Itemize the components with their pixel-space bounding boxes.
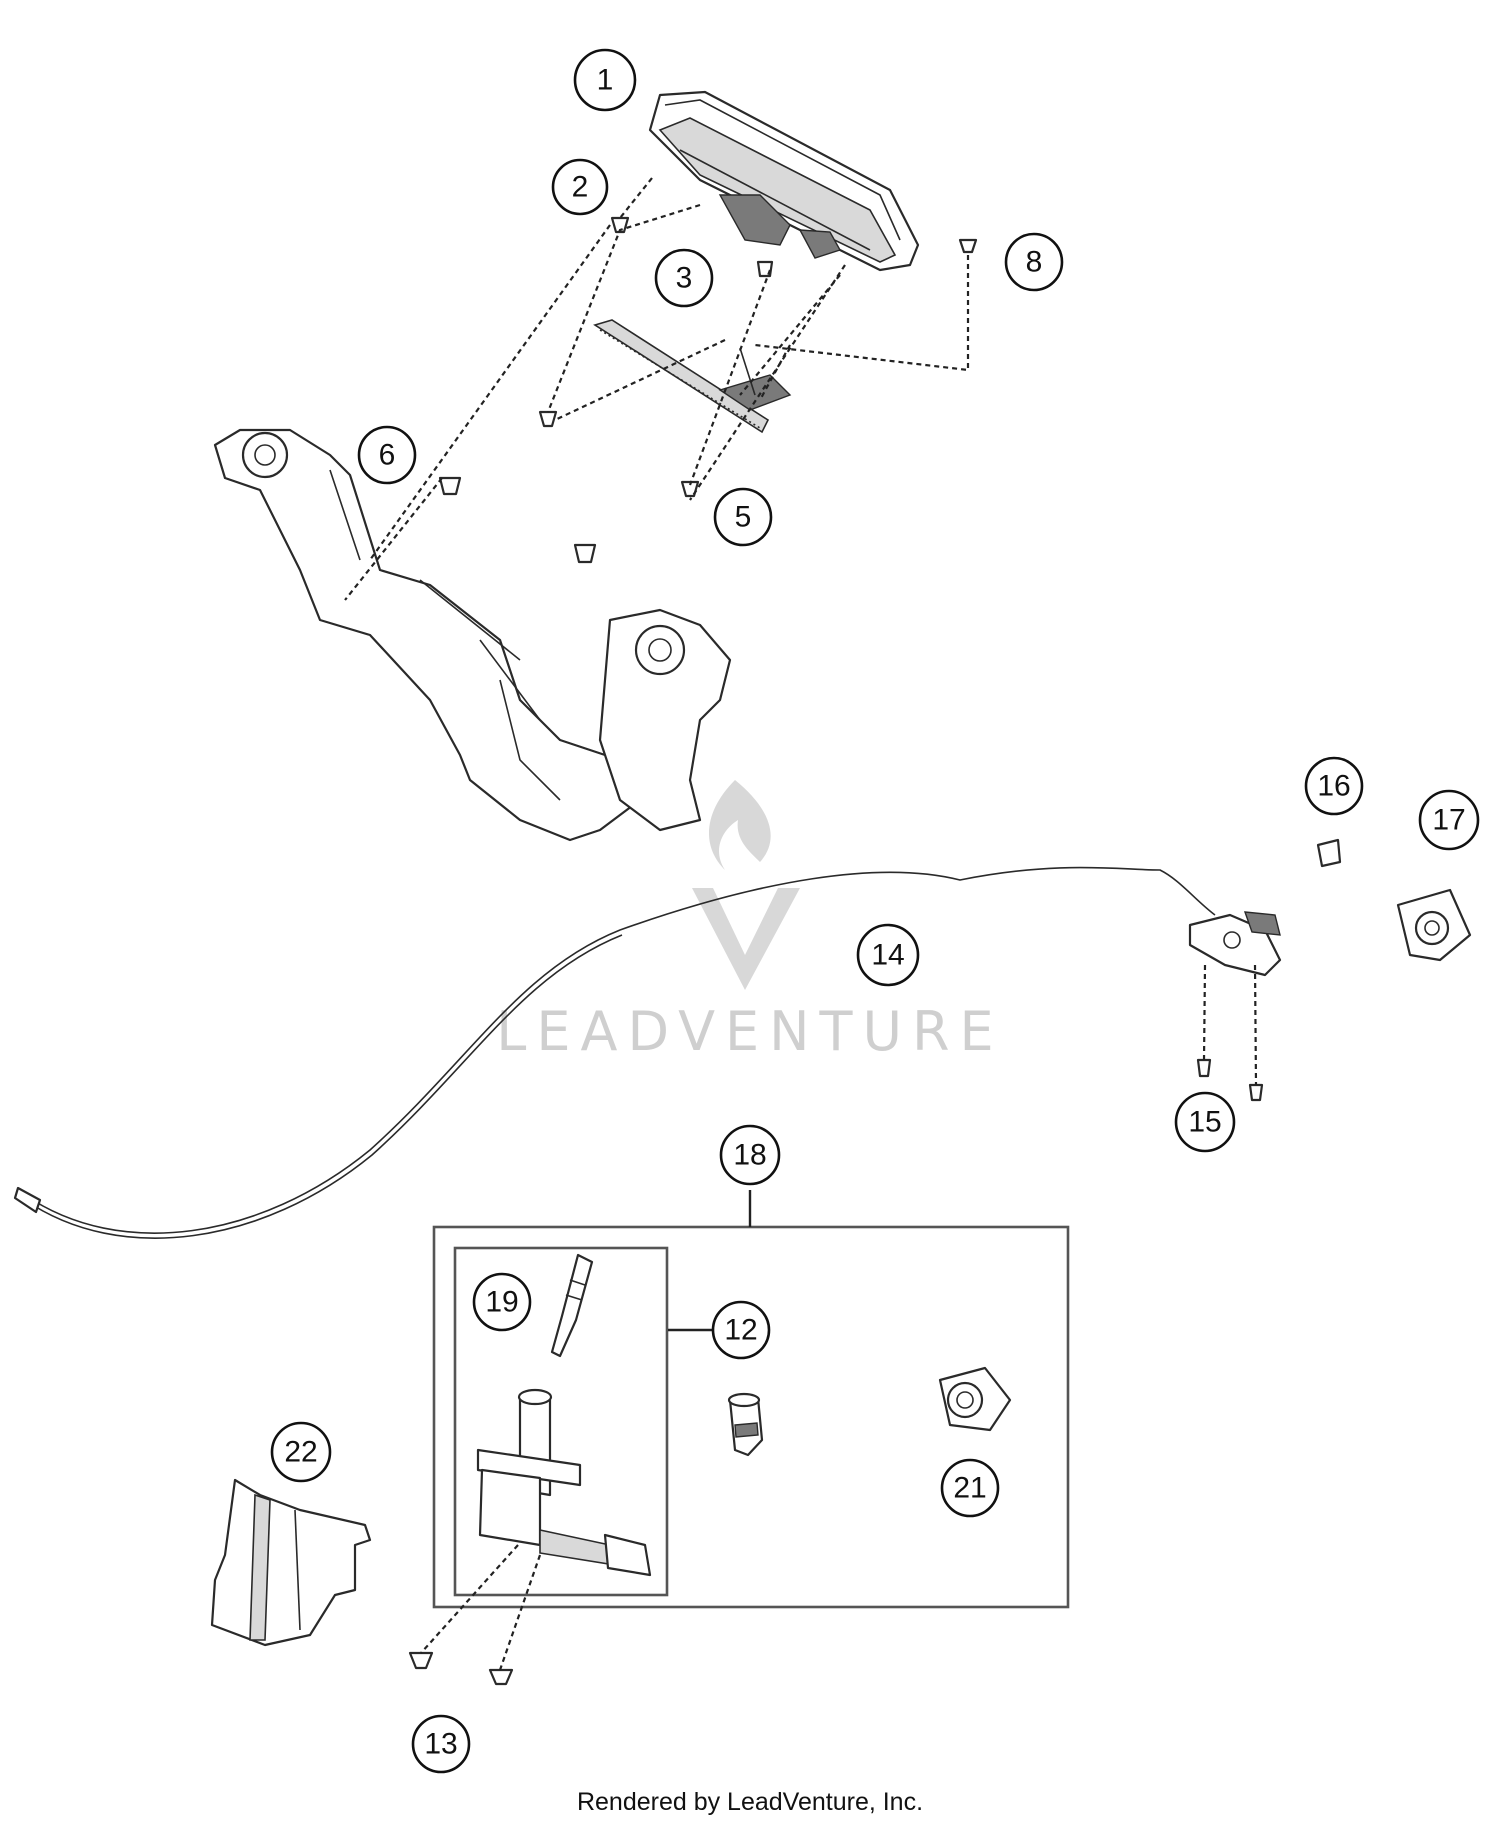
lock-insert (1396, 888, 1472, 962)
callout-label: 12 (724, 1314, 757, 1347)
callout-label: 6 (379, 439, 396, 472)
seat-lock (938, 1366, 1012, 1432)
sensor-bracket (1188, 911, 1282, 1102)
kit-box-inner (453, 1246, 669, 1597)
callout-label: 22 (284, 1436, 317, 1469)
callout-21: 21 (940, 1458, 1000, 1518)
watermark-v-icon (692, 888, 800, 990)
speedo-cable (13, 866, 1216, 1239)
callout-2: 2 (551, 158, 609, 216)
mounting-gasket (593, 319, 770, 434)
callout-8: 8 (1004, 232, 1064, 292)
watermark-flame-icon (708, 780, 771, 870)
callout-label: 15 (1188, 1106, 1221, 1139)
callout-15: 15 (1174, 1091, 1236, 1153)
callout-label: 19 (485, 1286, 518, 1319)
callout-label: 21 (953, 1472, 986, 1505)
headlight-bracket (213, 428, 732, 842)
callout-13: 13 (411, 1714, 471, 1774)
watermark: LEADVENTURE (496, 780, 1003, 1063)
callout-label: 8 (1026, 246, 1043, 279)
callout-label: 16 (1317, 770, 1350, 803)
callout-label: 5 (735, 501, 752, 534)
callout-label: 3 (676, 262, 693, 295)
callout-22: 22 (270, 1421, 332, 1483)
callout-14: 14 (856, 923, 920, 987)
leader-lines (344, 177, 1258, 1671)
callout-18: 18 (719, 1124, 781, 1186)
render-credit: Rendered by LeadVenture, Inc. (576, 1788, 924, 1816)
small-clip (1316, 838, 1342, 868)
watermark-text: LEADVENTURE (496, 1000, 1003, 1063)
callout-label: 13 (424, 1728, 457, 1761)
callout-label: 17 (1432, 804, 1465, 837)
callout-label: 2 (572, 171, 589, 204)
callout-16: 16 (1304, 756, 1364, 816)
callout-17: 17 (1418, 789, 1480, 851)
switch-cover (210, 1478, 372, 1647)
ignition-key (550, 1253, 594, 1358)
callout-5: 5 (713, 487, 773, 547)
callout-label: 18 (733, 1139, 766, 1172)
callout-3: 3 (654, 248, 714, 308)
callout-12: 12 (711, 1300, 771, 1360)
callout-label: 14 (871, 939, 904, 972)
switch-screws (408, 1651, 514, 1686)
callout-1: 1 (573, 48, 637, 112)
callout-label: 1 (597, 64, 614, 97)
callout-19: 19 (472, 1272, 532, 1332)
lock-cylinder (727, 1392, 764, 1457)
ignition-switch (476, 1388, 652, 1577)
callout-6: 6 (357, 425, 417, 485)
instrument-cluster (648, 90, 920, 272)
